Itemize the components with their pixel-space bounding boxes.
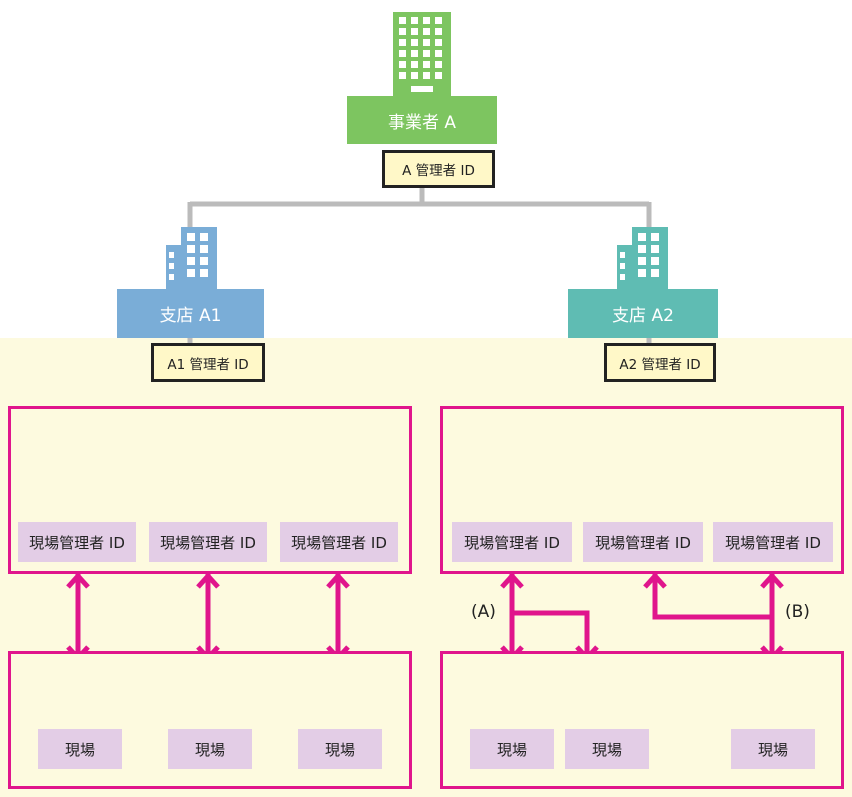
site-manager-id: 現場管理者 ID bbox=[583, 522, 703, 562]
arrow-head bbox=[500, 572, 524, 589]
branch-a1-admin-id-label: A1 管理者 ID bbox=[167, 356, 249, 373]
site-label: 現場 bbox=[591, 740, 622, 759]
site-manager-id: 現場管理者 ID bbox=[713, 522, 833, 562]
arrow-head bbox=[66, 572, 90, 589]
arrow-head bbox=[760, 572, 784, 589]
branch-a2-label: 支店 A2 bbox=[612, 306, 674, 326]
hq-node: 事業者 A bbox=[347, 96, 497, 144]
link-arrows bbox=[66, 572, 784, 662]
branch-a1-label: 支店 A1 bbox=[159, 306, 222, 326]
site-label-box: 現場 bbox=[298, 729, 382, 769]
hq-admin-id-label: A 管理者 ID bbox=[402, 163, 475, 179]
site-label-box: 現場 bbox=[168, 729, 252, 769]
link-line bbox=[512, 610, 590, 658]
site-label: 現場 bbox=[757, 740, 788, 759]
site-manager-id: 現場管理者 ID bbox=[452, 522, 572, 562]
site-manager-id-label: 現場管理者 ID bbox=[595, 533, 691, 552]
arrow-head bbox=[643, 572, 667, 589]
branch-a2-admin-id: A2 管理者 ID bbox=[604, 343, 716, 382]
site-label: 現場 bbox=[496, 740, 527, 759]
site-manager-id-label: 現場管理者 ID bbox=[29, 533, 125, 552]
site-label-box: 現場 bbox=[38, 729, 122, 769]
site-manager-id-label: 現場管理者 ID bbox=[160, 533, 256, 552]
site-label: 現場 bbox=[194, 740, 225, 759]
branch-a2-admin-id-label: A2 管理者 ID bbox=[619, 356, 701, 373]
site-manager-id-label: 現場管理者 ID bbox=[725, 533, 821, 552]
link-line bbox=[652, 574, 772, 620]
hq-label: 事業者 A bbox=[387, 112, 457, 133]
site-label: 現場 bbox=[64, 740, 95, 759]
arrow-head bbox=[326, 572, 350, 589]
site-manager-id-label: 現場管理者 ID bbox=[464, 533, 560, 552]
branch-building-icon bbox=[617, 227, 668, 289]
arrow-head bbox=[196, 572, 220, 589]
branch-a1-node: 支店 A1 bbox=[117, 289, 264, 338]
site-manager-id-label: 現場管理者 ID bbox=[291, 533, 387, 552]
branch-building-icon bbox=[166, 227, 217, 289]
site-label-box: 現場 bbox=[565, 729, 649, 769]
site-label-box: 現場 bbox=[470, 729, 554, 769]
annotation-a: (A) bbox=[471, 602, 496, 622]
branch-a1-admin-id: A1 管理者 ID bbox=[151, 343, 265, 382]
site-label-box: 現場 bbox=[731, 729, 815, 769]
branch-a2-node: 支店 A2 bbox=[568, 289, 718, 338]
site-label: 現場 bbox=[324, 740, 355, 759]
hq-admin-id: A 管理者 ID bbox=[382, 150, 495, 188]
site-manager-id: 現場管理者 ID bbox=[149, 522, 267, 562]
office-building-icon bbox=[393, 12, 451, 96]
annotation-b: (B) bbox=[785, 602, 810, 622]
site-manager-id: 現場管理者 ID bbox=[18, 522, 136, 562]
site-manager-id: 現場管理者 ID bbox=[280, 522, 398, 562]
